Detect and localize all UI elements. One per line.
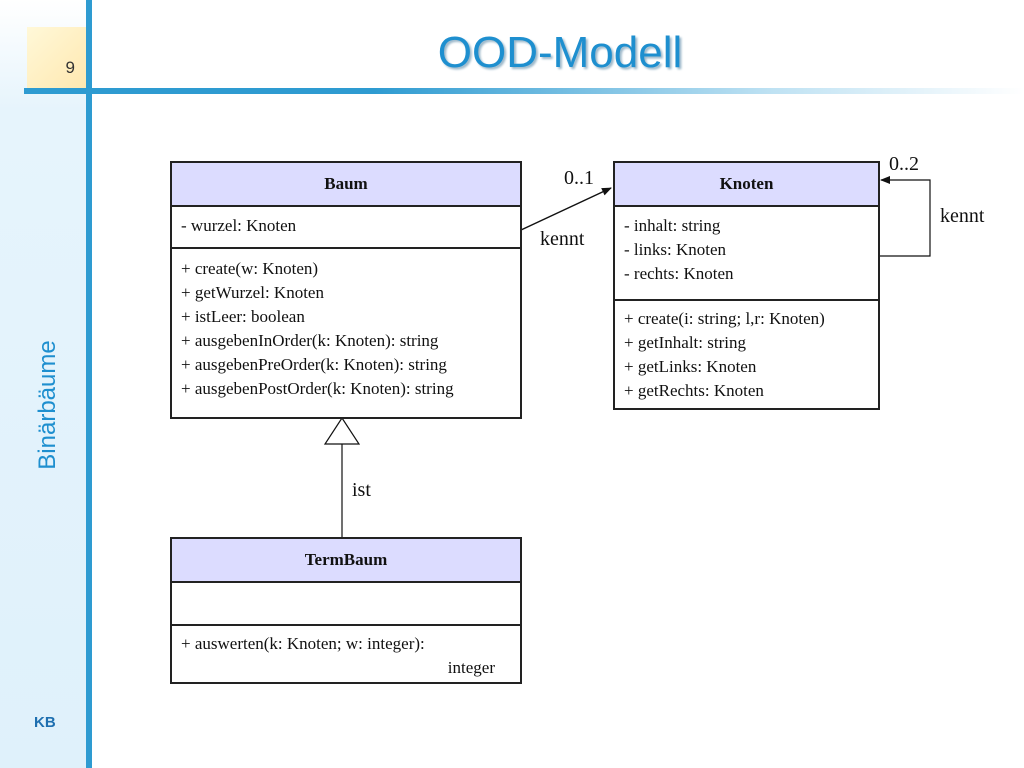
multiplicity-baum-knoten: 0..1 [564,167,594,189]
method: + getWurzel: Knoten [181,283,324,302]
class-baum-methods: + create(w: Knoten) + getWurzel: Knoten … [172,249,520,408]
class-knoten-name: Knoten [615,163,878,207]
method: + auswerten(k: Knoten; w: integer): [181,634,425,653]
class-termbaum: TermBaum + auswerten(k: Knoten; w: integ… [170,537,522,684]
method: + create(w: Knoten) [181,259,319,278]
multiplicity-knoten-self: 0..2 [889,153,919,175]
attribute: - inhalt: string [624,216,721,235]
method: + create(i: string; l,r: Knoten) [624,309,825,328]
method-return-type: integer [447,658,495,677]
class-termbaum-methods: + auswerten(k: Knoten; w: integer): inte… [172,626,520,687]
method: + ausgebenPreOrder(k: Knoten): string [181,355,447,374]
slide-title: OOD-Modell [437,28,683,77]
class-knoten-attributes: - inhalt: string - links: Knoten - recht… [615,207,878,301]
attribute: - wurzel: Knoten [181,216,297,235]
inheritance-label: ist [352,479,371,501]
association-knoten-self-line [880,176,931,257]
class-knoten: Knoten - inhalt: string - links: Knoten … [613,161,880,410]
class-baum-attributes: - wurzel: Knoten [172,207,520,249]
method: + getRechts: Knoten [624,381,764,400]
page-number: 9 [65,58,75,77]
page-number-box [27,27,86,90]
association-label-knoten-self: kennt [940,205,985,227]
association-baum-knoten-line [520,187,612,231]
class-baum-name: Baum [172,163,520,207]
method: + getLinks: Knoten [624,357,757,376]
association-label-baum-knoten: kennt [540,228,585,250]
class-termbaum-attributes [172,583,520,626]
sidebar-divider [86,0,92,768]
method: + ausgebenInOrder(k: Knoten): string [181,331,439,350]
class-knoten-methods: + create(i: string; l,r: Knoten) + getIn… [615,301,878,410]
brand-logo: KB [34,714,56,731]
sidebar [0,0,86,768]
method: + ausgebenPostOrder(k: Knoten): string [181,379,454,398]
method: + getInhalt: string [624,333,746,352]
class-baum: Baum - wurzel: Knoten + create(w: Knoten… [170,161,522,419]
method: + istLeer: boolean [181,307,305,326]
attribute: - rechts: Knoten [624,264,734,283]
header-divider [24,88,1024,94]
class-termbaum-name: TermBaum [172,539,520,583]
attribute: - links: Knoten [624,240,726,259]
inheritance-triangle [323,416,361,445]
